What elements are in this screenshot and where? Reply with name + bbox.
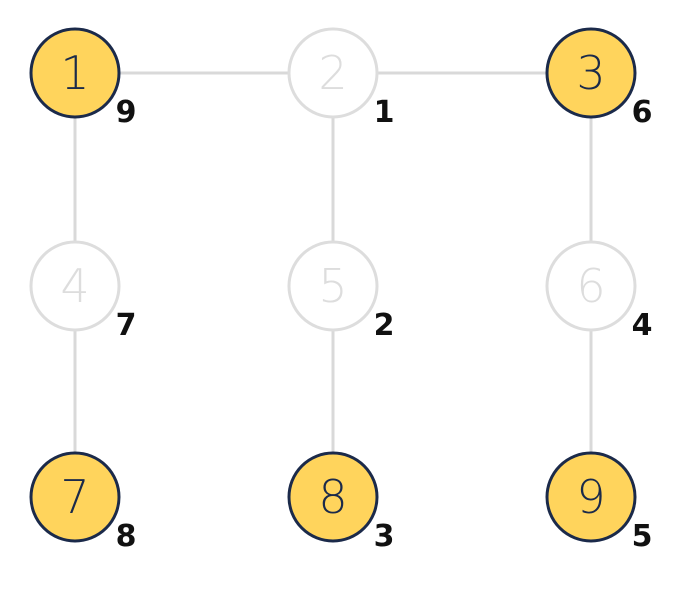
node-circle bbox=[287, 27, 379, 119]
node-weight: 4 bbox=[632, 308, 653, 343]
node-label: 5 bbox=[318, 259, 347, 313]
node-weight: 6 bbox=[632, 95, 653, 130]
node-1: 19 bbox=[29, 27, 137, 130]
node-label: 1 bbox=[60, 46, 89, 100]
node-weight: 2 bbox=[374, 308, 395, 343]
node-label: 9 bbox=[576, 470, 605, 524]
node-5: 52 bbox=[287, 240, 395, 343]
node-circle bbox=[29, 451, 121, 543]
node-6: 64 bbox=[545, 240, 653, 343]
node-4: 47 bbox=[29, 240, 137, 343]
node-9: 95 bbox=[545, 451, 653, 554]
node-circle bbox=[545, 451, 637, 543]
node-circle bbox=[29, 27, 121, 119]
node-circle bbox=[287, 240, 379, 332]
node-weight: 7 bbox=[116, 308, 137, 343]
node-circle bbox=[545, 27, 637, 119]
node-circle bbox=[545, 240, 637, 332]
node-label: 6 bbox=[576, 259, 605, 313]
node-weight: 3 bbox=[374, 519, 395, 554]
node-label: 7 bbox=[60, 470, 89, 524]
node-8: 83 bbox=[287, 451, 395, 554]
node-3: 36 bbox=[545, 27, 653, 130]
node-7: 78 bbox=[29, 451, 137, 554]
node-circle bbox=[29, 240, 121, 332]
node-label: 2 bbox=[318, 46, 347, 100]
node-circle bbox=[287, 451, 379, 543]
node-weight: 8 bbox=[116, 519, 137, 554]
node-label: 4 bbox=[60, 259, 89, 313]
node-weight: 1 bbox=[374, 95, 395, 130]
node-weight: 9 bbox=[116, 95, 137, 130]
node-2: 21 bbox=[287, 27, 395, 130]
node-label: 3 bbox=[576, 46, 605, 100]
node-weight: 5 bbox=[632, 519, 653, 554]
node-label: 8 bbox=[318, 470, 347, 524]
